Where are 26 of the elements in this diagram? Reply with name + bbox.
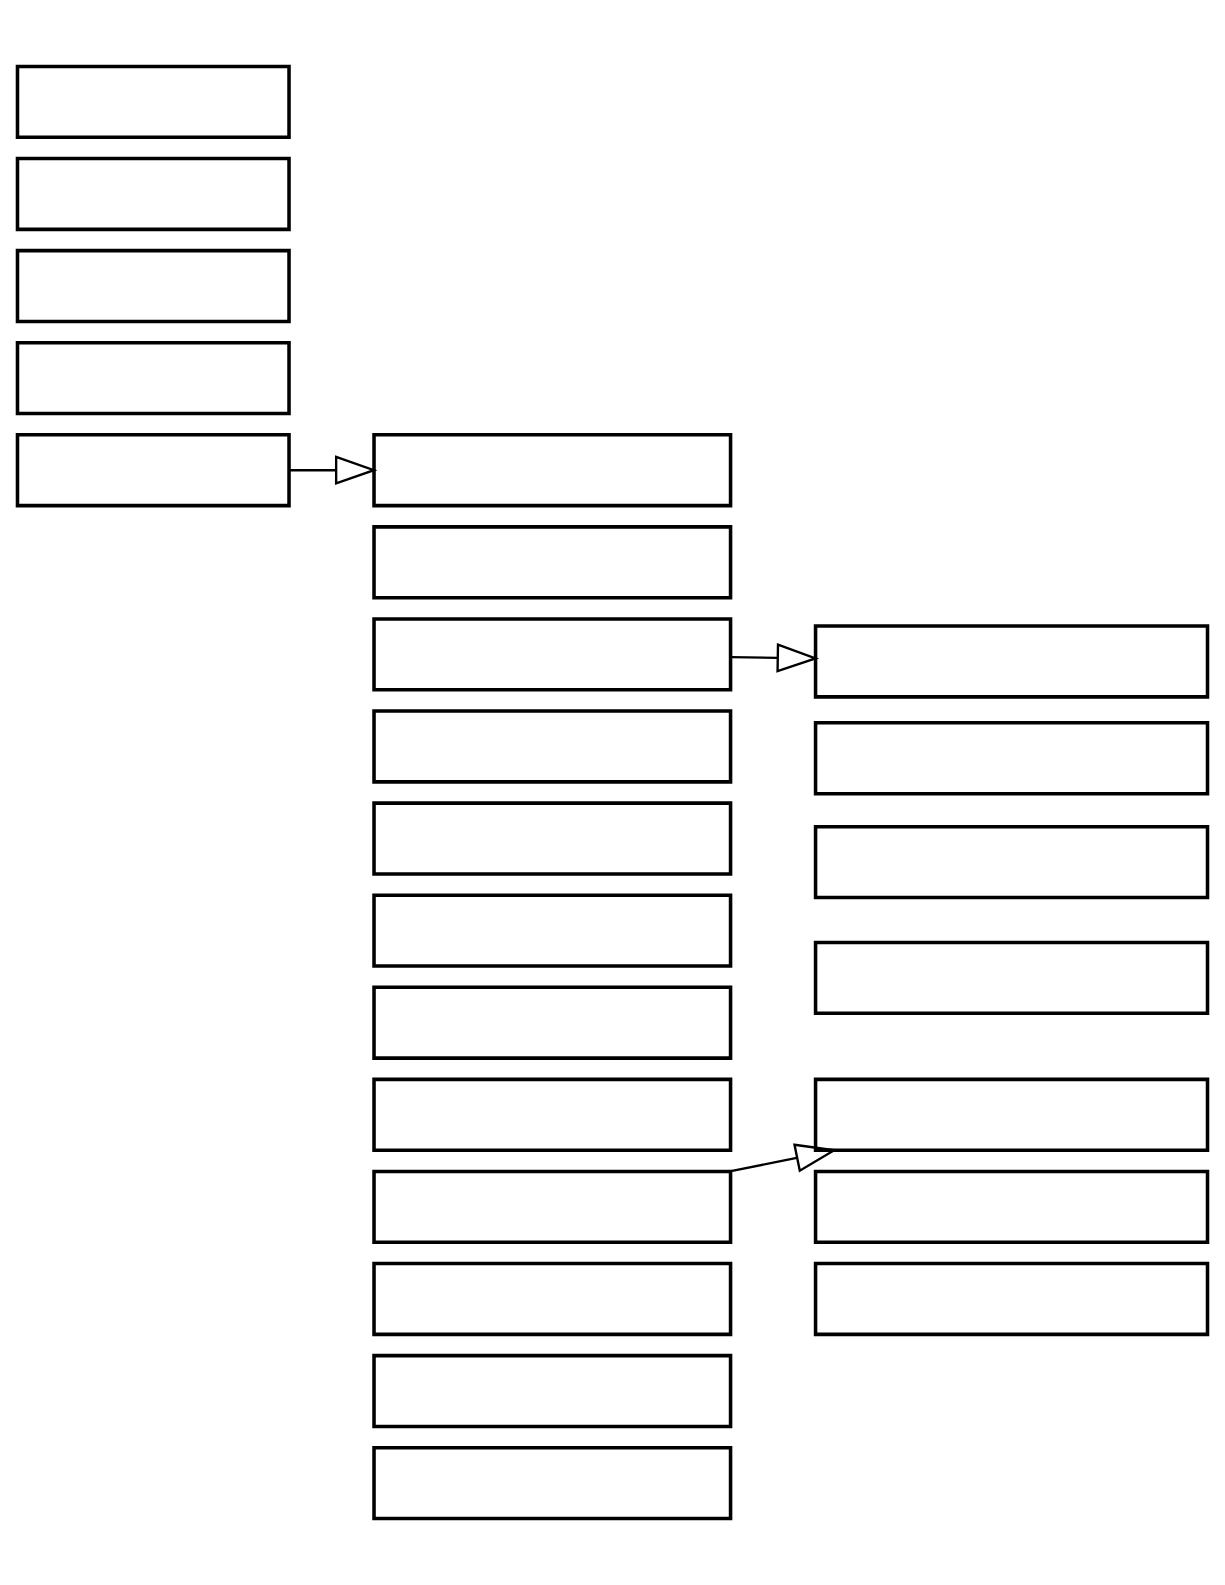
node-box	[372, 433, 733, 508]
node-box	[15, 340, 291, 416]
node-box	[372, 1169, 733, 1245]
node-box	[372, 617, 733, 692]
arrow	[731, 642, 820, 673]
node-box	[813, 624, 1210, 699]
node-box	[15, 248, 291, 324]
node-box	[372, 709, 733, 784]
node-box	[813, 824, 1210, 900]
node-box	[372, 1353, 733, 1429]
node-box	[15, 433, 291, 508]
node-box	[372, 985, 733, 1060]
node-box	[813, 1169, 1210, 1245]
node-box	[372, 1445, 733, 1521]
node-box	[813, 1261, 1210, 1337]
node-box	[372, 1077, 733, 1152]
node-box	[813, 940, 1210, 1016]
node-box	[372, 525, 733, 600]
arrow	[289, 455, 378, 486]
node-box	[15, 156, 291, 232]
node-box	[813, 1077, 1210, 1152]
node-box	[372, 1261, 733, 1337]
node-box	[372, 893, 733, 968]
node-box	[372, 801, 733, 876]
node-box	[15, 64, 291, 140]
node-box	[813, 721, 1210, 796]
